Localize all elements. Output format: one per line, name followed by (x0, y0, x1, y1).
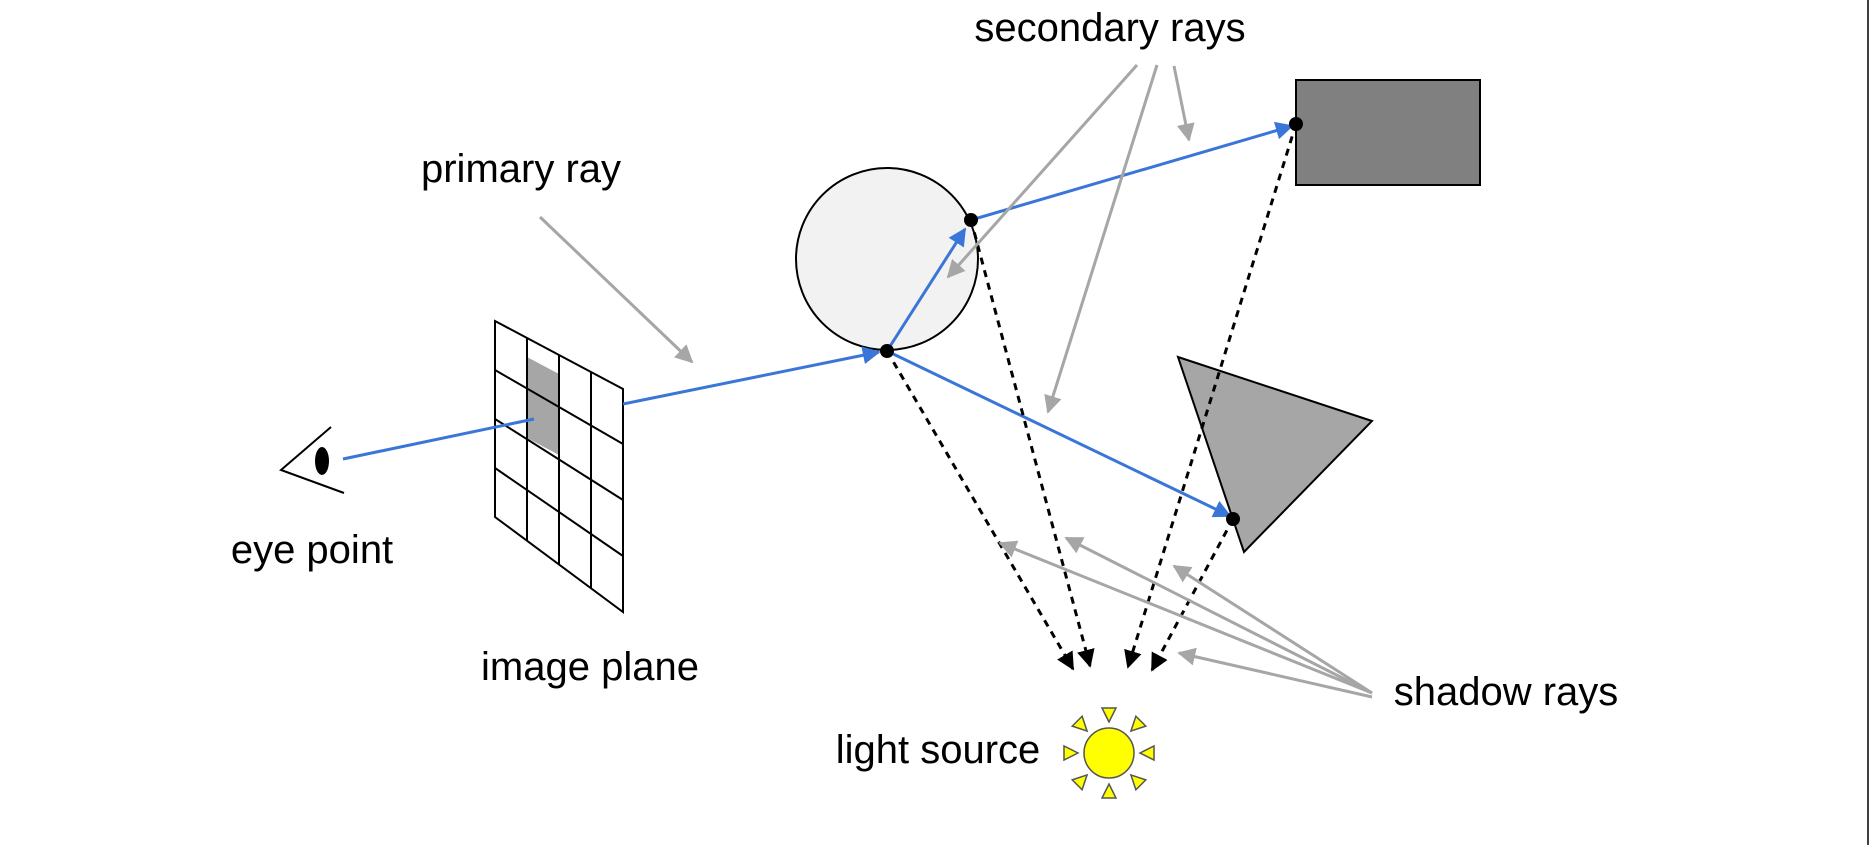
pointer-arrows (538, 64, 1373, 699)
shadow-ray-pointer-4 (1177, 647, 1373, 699)
primary-ray-line (622, 346, 881, 406)
sphere (795, 167, 979, 351)
primary-ray-label: primary ray (421, 147, 621, 191)
eye-icon (279, 426, 345, 494)
shadow-ray-lines (885, 123, 1298, 672)
sun-icon (1063, 707, 1155, 799)
refraction-ray (885, 227, 967, 352)
secondary-ray-pointer-1 (946, 64, 1139, 279)
hit-points (880, 117, 1303, 526)
secondary-ray-pointer-3 (1172, 65, 1195, 142)
image-plane-grid (494, 319, 624, 614)
secondary-rays-label: secondary rays (974, 6, 1245, 50)
box (1295, 79, 1481, 186)
highlighted-pixel (527, 357, 559, 455)
shadow-ray-pointer-1 (998, 540, 1373, 695)
light-source-label: light source (836, 728, 1041, 772)
eye-to-pixel-ray (342, 417, 535, 461)
shadow-ray-pointer-3 (1172, 564, 1373, 695)
primary-ray-pointer (538, 215, 694, 364)
shadow-ray-pointer-2 (1064, 536, 1373, 695)
reflection-ray-to-triangle (886, 349, 1232, 518)
rays (342, 121, 1294, 518)
secondary-ray-pointer-2 (1044, 64, 1159, 414)
eye-point-label: eye point (231, 528, 393, 572)
triangle (1176, 355, 1374, 554)
reflection-ray-to-box (970, 121, 1294, 222)
shadow-rays-label: shadow rays (1394, 670, 1619, 714)
image-plane-label: image plane (481, 645, 699, 689)
